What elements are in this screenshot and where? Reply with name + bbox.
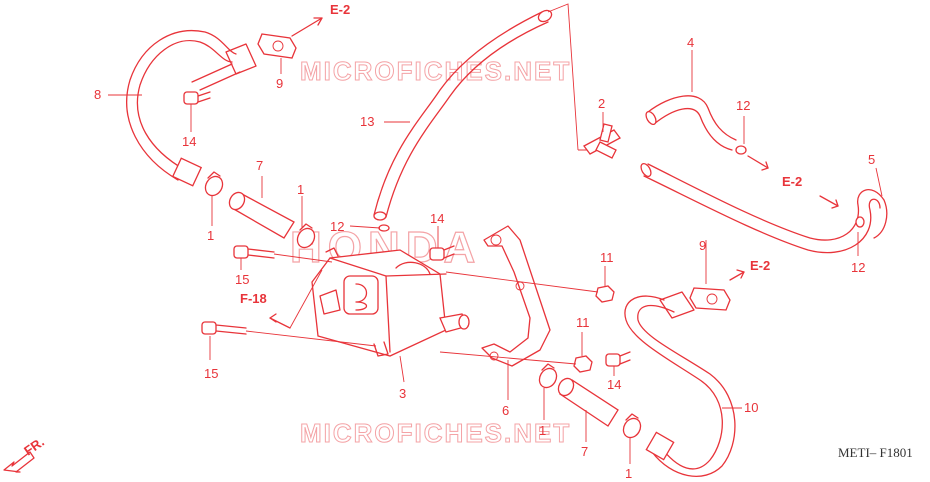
- callout-9-right: 9: [699, 238, 706, 253]
- part-12-clip-middle: [378, 224, 390, 232]
- callout-2: 2: [598, 96, 605, 111]
- ref-e2-mid: E-2: [747, 155, 839, 209]
- ref-e2-right-label: E-2: [750, 258, 770, 273]
- part-6-bracket: [481, 225, 551, 367]
- callout-7-right: 7: [581, 444, 588, 459]
- part-5-hose: [640, 162, 888, 254]
- part-1-clamp-c: [538, 363, 558, 389]
- diagram-code: METI– F1801: [838, 445, 913, 460]
- part-12-clip-right: [855, 216, 865, 228]
- callout-1-b: 1: [297, 182, 304, 197]
- callout-15-lower: 15: [204, 366, 218, 381]
- part-14-bolt-upper: [183, 91, 211, 105]
- ref-e2-top: E-2: [291, 2, 350, 37]
- part-7-hose-right: [557, 377, 619, 427]
- ref-e2-mid-label: E-2: [782, 174, 802, 189]
- part-1-clamp-d: [622, 413, 642, 439]
- callout-14-lower: 14: [607, 377, 621, 392]
- part-14-bolt-lower: [605, 351, 631, 367]
- watermark-site-bottom: MICROFICHES.NET: [300, 418, 571, 448]
- callout-12-middle: 12: [330, 219, 344, 234]
- callout-10: 10: [744, 400, 758, 415]
- callout-3: 3: [399, 386, 406, 401]
- part-7-hose-left: [228, 191, 295, 239]
- callout-7-left: 7: [256, 158, 263, 173]
- callout-14-middle: 14: [430, 211, 444, 226]
- callout-6: 6: [502, 403, 509, 418]
- callout-1-a: 1: [207, 228, 214, 243]
- callout-13: 13: [360, 114, 374, 129]
- callout-12-upper: 12: [736, 98, 750, 113]
- part-1-clamp-a: [204, 171, 224, 197]
- callout-4: 4: [687, 35, 694, 50]
- callout-14-upper: 14: [182, 134, 196, 149]
- callout-1-c: 1: [539, 423, 546, 438]
- part-11-nut-lower: [439, 351, 593, 373]
- callout-8: 8: [94, 87, 101, 102]
- part-15-bolt-lower: [201, 321, 377, 347]
- callout-5: 5: [868, 152, 875, 167]
- part-11-nut-upper: [445, 271, 615, 303]
- callout-11-upper: 11: [600, 250, 614, 265]
- callout-11-lower: 11: [576, 315, 590, 330]
- part-3-valve-assembly: [311, 247, 470, 357]
- part-9-gasket-right: [689, 287, 731, 311]
- ref-f18: F-18: [240, 269, 323, 329]
- part-10-pipe: [624, 291, 736, 477]
- part-1-clamp-b: [296, 223, 316, 249]
- front-arrow: FR.: [3, 434, 47, 473]
- ref-e2-right: E-2: [729, 258, 770, 281]
- part-4-hose: [645, 95, 737, 151]
- part-2-tee: [583, 123, 621, 159]
- callout-12-right: 12: [851, 260, 865, 275]
- part-13-hose: [373, 9, 553, 221]
- callout-15-upper: 15: [235, 272, 249, 287]
- part-9-gasket-upper: [257, 33, 297, 59]
- callout-1-d: 1: [625, 466, 632, 481]
- part-12-clip-upper: [735, 145, 747, 155]
- ref-f18-label: F-18: [240, 291, 267, 306]
- part-8-pipe: [126, 30, 257, 187]
- front-label: FR.: [21, 434, 47, 458]
- part-14-bolt-middle: [429, 245, 455, 261]
- watermark-site-top: MICROFICHES.NET: [300, 56, 571, 86]
- callout-9-upper: 9: [276, 76, 283, 91]
- ref-e2-top-label: E-2: [330, 2, 350, 17]
- callouts: 8 14 9 1 7 1 13 12 14 15 15 3 6 11 11 14: [94, 35, 883, 481]
